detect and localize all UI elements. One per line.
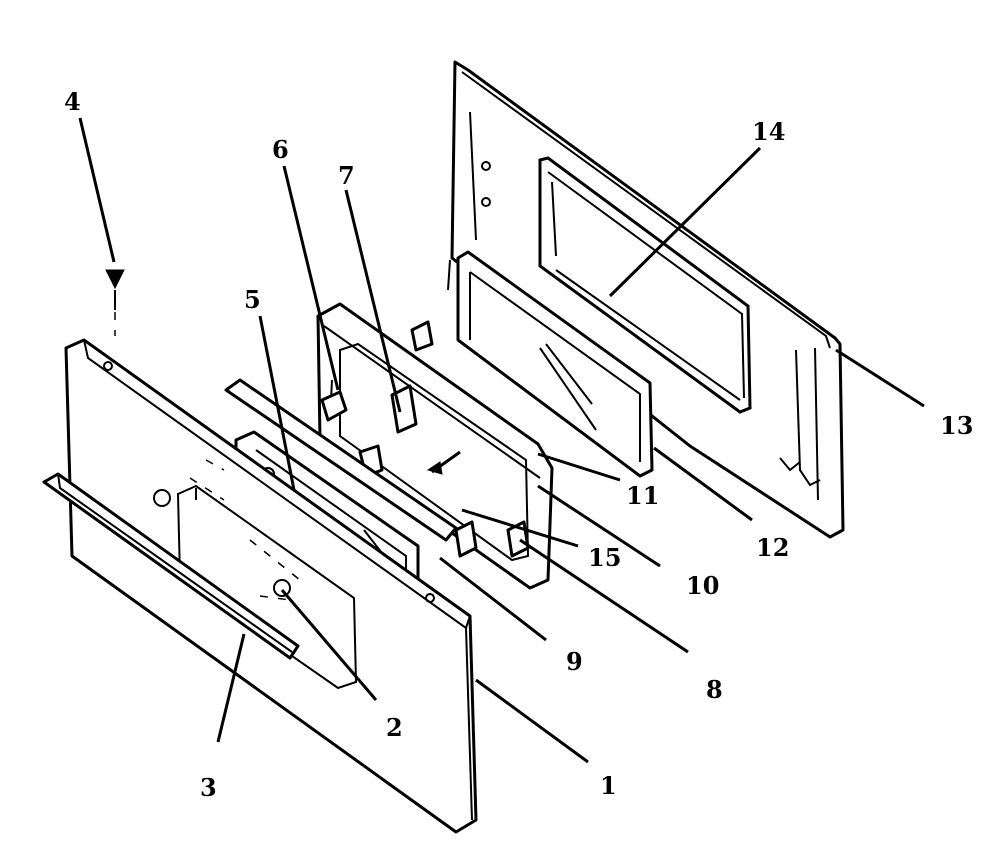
callout-14: 14 (752, 117, 785, 146)
leader-1 (475, 678, 589, 764)
leader-7 (344, 189, 402, 413)
leader-14 (608, 146, 762, 298)
callout-6: 6 (272, 135, 289, 164)
leader-9 (439, 556, 547, 642)
leader-12 (653, 446, 753, 522)
leader-15 (461, 508, 579, 548)
rod (224, 378, 458, 542)
callout-8: 8 (706, 675, 723, 704)
leader-4 (78, 117, 116, 263)
leader-lines (78, 117, 925, 764)
leader-8 (519, 538, 689, 654)
callout-4: 4 (64, 87, 81, 116)
callout-1: 1 (600, 771, 617, 800)
top-screw (105, 269, 125, 336)
leader-6 (282, 165, 340, 391)
callout-3: 3 (200, 773, 217, 802)
leader-2 (280, 589, 378, 701)
leader-5 (258, 315, 296, 491)
callout-11: 11 (626, 481, 659, 510)
callout-12: 12 (756, 533, 789, 562)
callout-2: 2 (386, 713, 403, 742)
door-handle (42, 472, 300, 660)
leader-13 (835, 348, 925, 408)
callout-13: 13 (940, 411, 973, 440)
callout-5: 5 (244, 285, 261, 314)
outer-door-panel (64, 338, 478, 834)
screw (426, 450, 461, 475)
glass-pane (456, 250, 654, 478)
leader-11 (537, 452, 621, 482)
callout-9: 9 (566, 647, 583, 676)
callout-10: 10 (686, 571, 719, 600)
callout-7: 7 (338, 161, 355, 190)
leader-10 (537, 484, 661, 568)
callout-15: 15 (588, 543, 621, 572)
leader-3 (216, 633, 246, 743)
